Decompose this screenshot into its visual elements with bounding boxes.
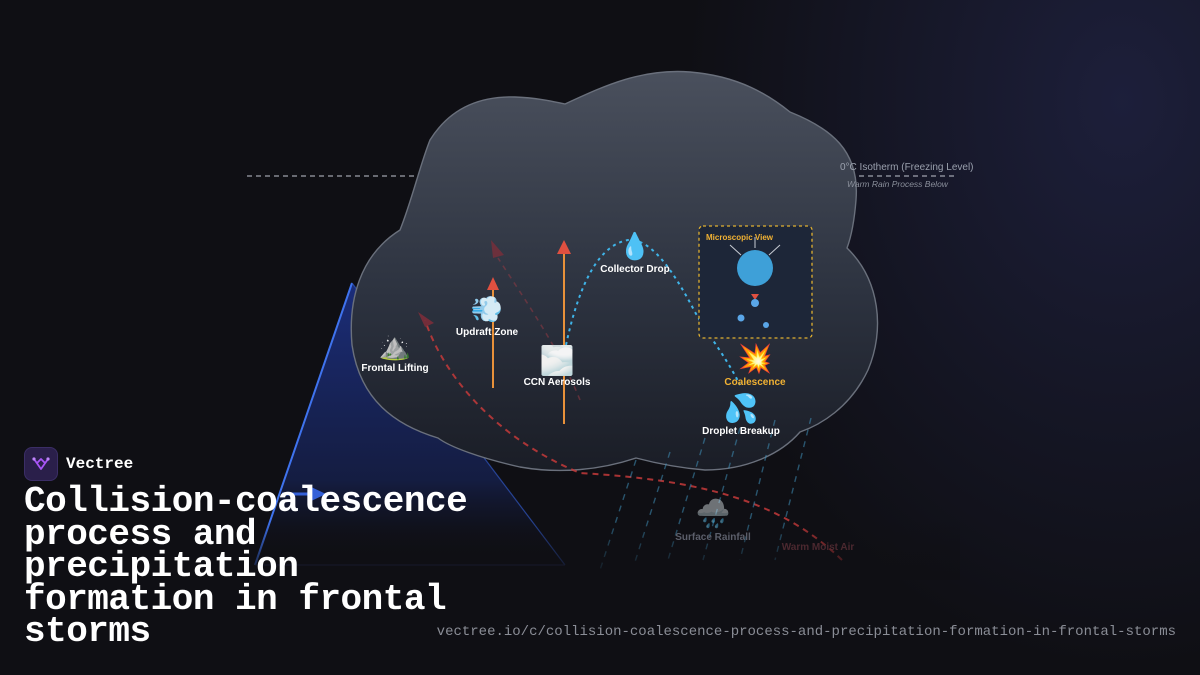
splash-icon: 💦 xyxy=(724,390,759,425)
surface-rainfall-label: Surface Rainfall xyxy=(675,532,751,543)
source-url[interactable]: vectree.io/c/collision-coalescence-proce… xyxy=(436,624,1176,640)
bottom-fade xyxy=(240,520,960,580)
storm-cloud xyxy=(350,70,879,472)
microscopic-view-label: Microscopic View xyxy=(706,233,774,242)
frontal-lifting-label: Frontal Lifting xyxy=(361,363,428,374)
ccn-aerosols-label: CCN Aerosols xyxy=(524,377,591,388)
updraft-arrow-large xyxy=(557,240,571,424)
brand-name: Vectree xyxy=(66,455,134,473)
vectree-logo-icon xyxy=(24,447,58,481)
mountain-icon: ⛰️ xyxy=(379,332,411,362)
rain-cloud-icon: 🌧️ xyxy=(696,496,731,530)
collision-icon: 💥 xyxy=(738,342,773,375)
warm-air-path xyxy=(424,319,843,561)
warm-air-arrowhead xyxy=(418,312,434,327)
updraft-arrow-small xyxy=(487,277,499,388)
isotherm-label: 0°C Isotherm (Freezing Level) xyxy=(840,162,974,173)
warm-air-arrowhead-upper xyxy=(491,240,504,258)
droplet-breakup-label: Droplet Breakup xyxy=(702,426,780,437)
warm-air-path-upper xyxy=(497,257,581,401)
warm-moist-air-label: Warm Moist Air xyxy=(782,542,855,553)
front-motion-arrow xyxy=(282,486,326,502)
collector-drop-label: Collector Drop xyxy=(600,264,669,275)
coalescence-label: Coalescence xyxy=(724,377,786,388)
collector-drop-path xyxy=(565,238,741,386)
brand: Vectree xyxy=(24,447,133,481)
wind-icon: 💨 xyxy=(471,295,503,325)
page-title: Collision-coalescence process and precip… xyxy=(24,481,468,652)
droplet-icon: 💧 xyxy=(619,231,651,262)
microscopic-view xyxy=(698,225,813,339)
fog-icon: 🌫️ xyxy=(540,344,575,377)
updraft-zone-label: Updraft Zone xyxy=(456,327,519,338)
isotherm-sublabel: Warm Rain Process Below xyxy=(847,179,949,189)
